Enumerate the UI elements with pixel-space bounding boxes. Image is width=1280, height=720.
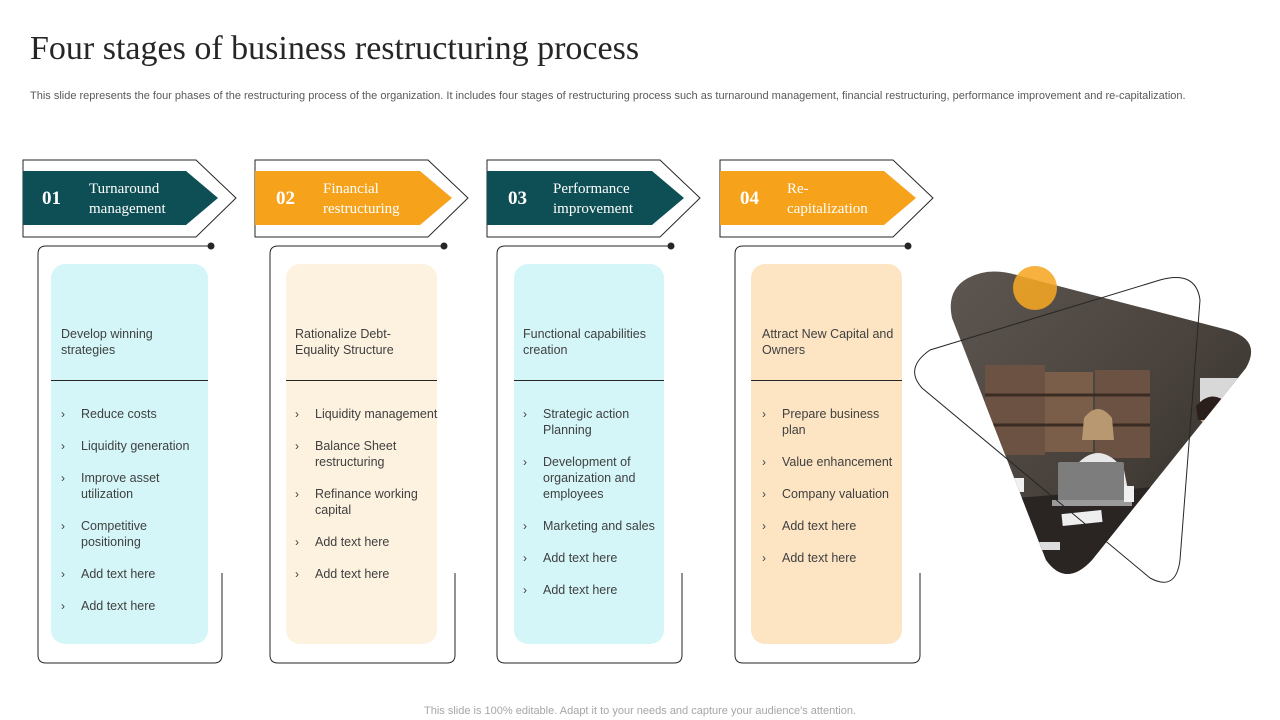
chevron-right-icon: › <box>523 455 527 469</box>
list-item: ›Add text here <box>295 567 390 581</box>
stage-1-card-title: Develop winning strategies <box>61 327 153 357</box>
divider <box>286 380 437 381</box>
stage-2-name: Financial restructuring <box>323 181 400 217</box>
stage-4-number: 04 <box>740 188 759 209</box>
chevron-right-icon: › <box>523 583 527 597</box>
list-item: ›Liquidity generation <box>61 439 190 453</box>
chevron-right-icon: › <box>523 551 527 565</box>
list-item: ›Refinance working capital <box>295 487 418 517</box>
chevron-right-icon: › <box>61 519 65 533</box>
list-item: ›Add text here <box>523 583 618 597</box>
stage-2-number: 02 <box>276 188 295 209</box>
stage-arrow-3 <box>486 159 701 238</box>
stage-3-number: 03 <box>508 188 527 209</box>
stage-arrow-2 <box>254 159 469 238</box>
list-item: ›Add text here <box>762 519 857 533</box>
list-item: ›Add text here <box>295 535 390 549</box>
stage-4-card: Attract New Capital and Owners ›Prepare … <box>751 264 902 644</box>
stage-1-number: 01 <box>42 188 61 209</box>
list-item: ›Improve asset utilization <box>61 471 160 501</box>
stage-4-items: ›Prepare business plan ›Value enhancemen… <box>762 406 902 582</box>
list-item: ›Prepare business plan <box>762 407 880 437</box>
chevron-right-icon: › <box>295 535 299 549</box>
list-item: ›Competitive positioning <box>61 519 147 549</box>
chevron-right-icon: › <box>295 567 299 581</box>
chevron-right-icon: › <box>523 519 527 533</box>
stage-3-name: Performance improvement <box>553 181 633 217</box>
stage-1-name: Turnaround management <box>89 181 166 217</box>
stage-2-items: ›Liquidity management ›Balance Sheet res… <box>295 406 443 598</box>
stage-1-card: Develop winning strategies ›Reduce costs… <box>51 264 208 644</box>
footer-note: This slide is 100% editable. Adapt it to… <box>424 705 856 717</box>
list-item: ›Company valuation <box>762 487 890 501</box>
stage-3-card: Functional capabilities creation ›Strate… <box>514 264 664 644</box>
chevron-right-icon: › <box>61 567 65 581</box>
chevron-right-icon: › <box>61 439 65 453</box>
stage-3-items: ›Strategic action Planning ›Development … <box>523 406 671 614</box>
list-item: ›Add text here <box>61 599 156 613</box>
list-item: ›Development of organization and employe… <box>523 455 636 501</box>
list-item: ›Reduce costs <box>61 407 157 421</box>
chevron-right-icon: › <box>762 519 766 533</box>
stage-4-name: Re- capitalization <box>787 181 868 217</box>
chevron-right-icon: › <box>61 471 65 485</box>
chevron-right-icon: › <box>762 487 766 501</box>
chevron-right-icon: › <box>762 455 766 469</box>
chevron-right-icon: › <box>523 407 527 421</box>
chevron-right-icon: › <box>295 439 299 453</box>
list-item: ›Balance Sheet restructuring <box>295 439 397 469</box>
stage-4-card-title: Attract New Capital and Owners <box>762 327 894 357</box>
chevron-right-icon: › <box>295 407 299 421</box>
list-item: ›Strategic action Planning <box>523 407 630 437</box>
stage-arrow-1 <box>22 159 237 238</box>
list-item: ›Liquidity management <box>295 407 438 421</box>
stage-2-card-title: Rationalize Debt-Equality Structure <box>295 327 394 357</box>
page-title: Four stages of business restructuring pr… <box>30 30 640 67</box>
chevron-right-icon: › <box>762 551 766 565</box>
divider <box>751 380 902 381</box>
page-subtitle: This slide represents the four phases of… <box>30 90 1186 102</box>
divider <box>51 380 208 381</box>
divider <box>514 380 664 381</box>
list-item: ›Marketing and sales <box>523 519 655 533</box>
list-item: ›Add text here <box>762 551 857 565</box>
stage-arrow-4 <box>719 159 934 238</box>
chevron-right-icon: › <box>61 599 65 613</box>
list-item: ›Value enhancement <box>762 455 893 469</box>
chevron-right-icon: › <box>762 407 766 421</box>
stage-2-card: Rationalize Debt-Equality Structure ›Liq… <box>286 264 437 644</box>
stage-1-items: ›Reduce costs ›Liquidity generation ›Imp… <box>61 406 209 630</box>
stage-3-card-title: Functional capabilities creation <box>523 327 646 357</box>
list-item: ›Add text here <box>61 567 156 581</box>
chevron-right-icon: › <box>61 407 65 421</box>
chevron-right-icon: › <box>295 487 299 501</box>
list-item: ›Add text here <box>523 551 618 565</box>
